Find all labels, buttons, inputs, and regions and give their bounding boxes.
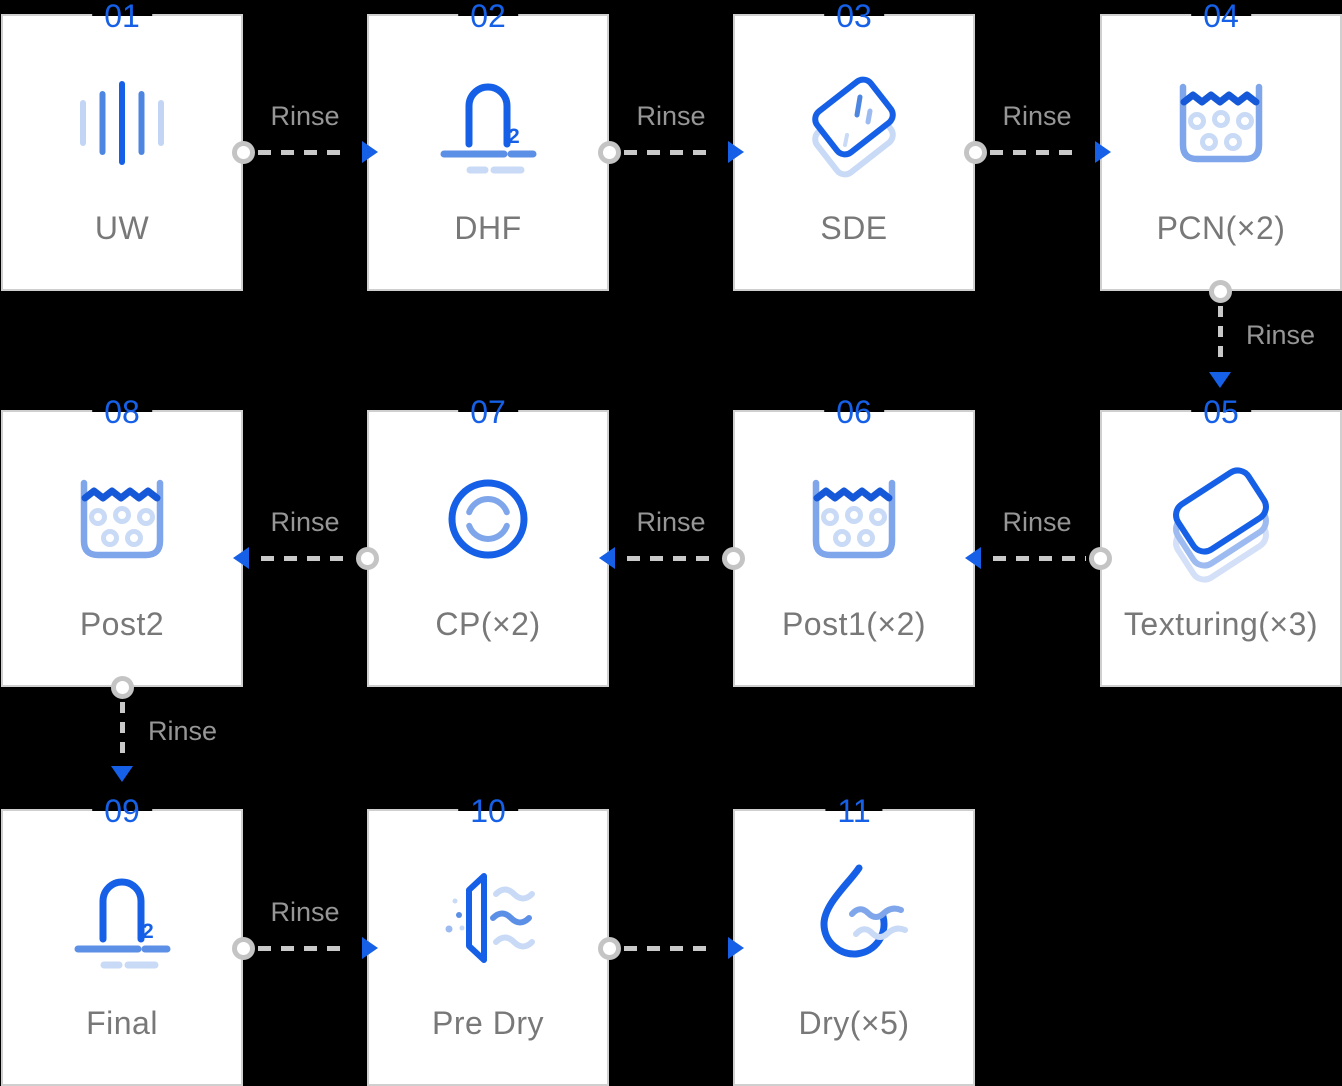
- arrowhead-icon: [965, 547, 981, 569]
- step-label: Dry(×5): [798, 1005, 910, 1041]
- connector-dashed-line: [624, 149, 716, 155]
- arrowhead-icon: [111, 766, 133, 782]
- connector-label: Rinse: [270, 507, 340, 537]
- step-card-sde[interactable]: SDE 03: [733, 0, 975, 291]
- wafer-etch-icon: [735, 48, 973, 198]
- step-card-pcn[interactable]: PCN(×2) 04: [1100, 0, 1342, 291]
- connector-dashed-line: [119, 702, 125, 760]
- arrowhead-icon: [233, 547, 249, 569]
- connector-start-dot: [355, 546, 379, 570]
- arrowhead-icon: [728, 141, 744, 163]
- connector-dashed-line: [993, 555, 1086, 561]
- step-label: SDE: [820, 210, 888, 246]
- connector-start-dot: [597, 140, 621, 164]
- step-number: 10: [458, 794, 518, 828]
- connector-label: Rinse: [1246, 320, 1316, 350]
- connector-start-dot: [110, 675, 134, 699]
- connector-label: Rinse: [636, 101, 706, 131]
- step-card-dhf[interactable]: DHF 02: [367, 0, 609, 291]
- step-number: 11: [825, 794, 883, 828]
- air-knife-icon: [369, 843, 607, 993]
- connector-dashed-line: [624, 945, 716, 951]
- connector-start-dot: [1088, 546, 1112, 570]
- step-label: CP(×2): [435, 606, 541, 642]
- step-number: 09: [92, 794, 152, 828]
- connector-label: Rinse: [636, 507, 706, 537]
- step-card-predry[interactable]: Pre Dry 10: [367, 794, 609, 1086]
- step-number: 07: [458, 395, 518, 429]
- step-label: PCN(×2): [1156, 210, 1286, 246]
- connector-start-dot: [231, 140, 255, 164]
- step-number: 04: [1191, 0, 1251, 33]
- step-card-cp[interactable]: CP(×2) 07: [367, 395, 609, 687]
- step-label: Post1(×2): [781, 606, 927, 642]
- step-label: Texturing(×3): [1123, 606, 1319, 642]
- ultrasonic-icon: [3, 48, 241, 198]
- wafer-stack-icon: [1102, 444, 1340, 594]
- step-label: Pre Dry: [432, 1005, 544, 1041]
- arrowhead-icon: [599, 547, 615, 569]
- step-label: DHF: [454, 210, 522, 246]
- connector-label: Rinse: [270, 897, 340, 927]
- step-number: 03: [824, 0, 884, 33]
- step-number: 08: [92, 395, 152, 429]
- step-card-texturing[interactable]: Texturing(×3) 05: [1100, 395, 1342, 687]
- step-number: 02: [458, 0, 518, 33]
- connector-dashed-line: [627, 555, 719, 561]
- step-card-post2[interactable]: Post2 08: [1, 395, 243, 687]
- step-card-uw[interactable]: UW 01: [1, 0, 243, 291]
- connector-label: Rinse: [1002, 507, 1072, 537]
- hf-bubbler-icon: [3, 843, 241, 993]
- arrowhead-icon: [362, 141, 378, 163]
- arrowhead-icon: [1095, 141, 1111, 163]
- rinse-tank-icon: [735, 444, 973, 594]
- connector-start-dot: [1208, 279, 1232, 303]
- step-label: Post2: [79, 606, 165, 642]
- connector-start-dot: [721, 546, 745, 570]
- connector-label: Rinse: [148, 716, 218, 746]
- connector-dashed-line: [258, 945, 350, 951]
- step-number: 01: [92, 0, 152, 33]
- arrowhead-icon: [1209, 372, 1231, 388]
- connector-dashed-line: [261, 555, 353, 561]
- connector-start-dot: [231, 936, 255, 960]
- step-card-post1[interactable]: Post1(×2) 06: [733, 395, 975, 687]
- step-label: Final: [86, 1005, 158, 1041]
- arrowhead-icon: [362, 937, 378, 959]
- step-card-dry[interactable]: Dry(×5) 11: [733, 794, 975, 1086]
- droplet-icon: [735, 843, 973, 993]
- rinse-tank-icon: [3, 444, 241, 594]
- hf-bubbler-icon: [369, 48, 607, 198]
- cycle-icon: [369, 444, 607, 594]
- connector-dashed-line: [1217, 306, 1223, 364]
- step-label: UW: [94, 210, 150, 246]
- arrowhead-icon: [728, 937, 744, 959]
- connector-dashed-line: [990, 149, 1082, 155]
- connector-start-dot: [963, 140, 987, 164]
- connector-label: Rinse: [270, 101, 340, 131]
- rinse-tank-icon: [1102, 48, 1340, 198]
- step-card-final[interactable]: Final 09: [1, 794, 243, 1086]
- connector-dashed-line: [258, 149, 350, 155]
- step-number: 06: [824, 395, 884, 429]
- connector-start-dot: [597, 936, 621, 960]
- connector-label: Rinse: [1002, 101, 1072, 131]
- step-number: 05: [1191, 395, 1251, 429]
